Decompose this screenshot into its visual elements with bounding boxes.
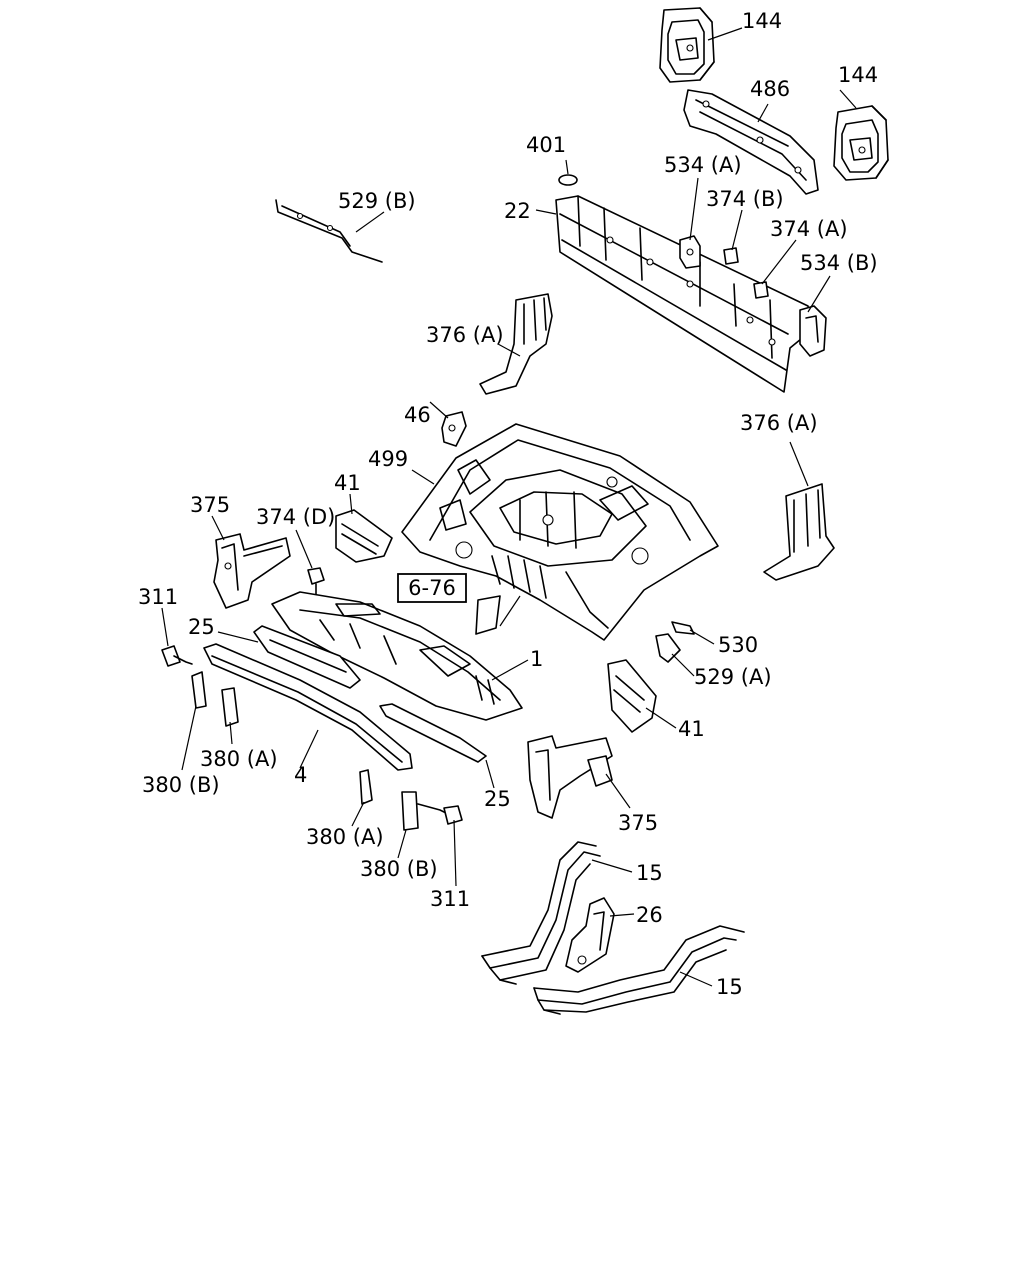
label-534b: 534 (B) <box>800 251 878 275</box>
label-26: 26 <box>636 903 663 927</box>
part-144-left <box>659 7 715 83</box>
label-401: 401 <box>526 133 566 157</box>
part-380a-left <box>221 687 239 727</box>
label-144-right: 144 <box>838 63 878 87</box>
label-22: 22 <box>504 199 531 223</box>
label-376a-upper: 376 (A) <box>426 323 504 347</box>
ref-6-76: 6-76 <box>397 573 521 635</box>
part-529b-strip <box>275 199 383 263</box>
callout-labels: 144 144 486 401 534 (A) 22 374 (B) 529 (… <box>138 9 878 999</box>
part-15-lower <box>533 925 745 1015</box>
label-311-left: 311 <box>138 585 178 609</box>
label-374a: 374 (A) <box>770 217 848 241</box>
label-376a-right: 376 (A) <box>740 411 818 435</box>
part-15-upper <box>481 841 601 985</box>
part-311-bolt-bottom <box>443 805 463 825</box>
label-374d: 374 (D) <box>256 505 335 529</box>
part-41-left <box>335 509 393 563</box>
label-486: 486 <box>750 77 790 101</box>
part-26-bracket <box>565 897 615 973</box>
part-534b-bracket <box>799 305 827 357</box>
part-46-clip <box>441 411 467 447</box>
label-380a-left: 380 (A) <box>200 747 278 771</box>
part-534a-bracket <box>679 235 701 269</box>
part-25-left <box>253 625 361 689</box>
label-375-right: 375 <box>618 811 658 835</box>
ref-6-76-label: 6-76 <box>408 576 456 600</box>
part-401-plug <box>558 174 578 186</box>
label-41-left: 41 <box>334 471 361 495</box>
part-41-right <box>607 659 657 733</box>
part-376a-right <box>763 483 835 581</box>
label-15-lower: 15 <box>716 975 743 999</box>
part-22-crossmember <box>555 195 813 393</box>
part-375-right <box>527 735 613 819</box>
label-25-left: 25 <box>188 615 215 639</box>
label-46: 46 <box>404 403 431 427</box>
label-374b: 374 (B) <box>706 187 784 211</box>
part-375-left <box>213 533 291 609</box>
label-380b-left: 380 (B) <box>142 773 220 797</box>
part-486 <box>683 89 819 195</box>
part-144-right <box>833 105 889 181</box>
label-380a-bottom: 380 (A) <box>306 825 384 849</box>
part-380a-bottom <box>359 769 373 805</box>
part-376a-upper <box>479 293 553 395</box>
label-530: 530 <box>718 633 758 657</box>
label-4: 4 <box>294 763 307 787</box>
part-25-right <box>379 703 487 763</box>
label-144-left: 144 <box>742 9 782 33</box>
label-1: 1 <box>530 647 543 671</box>
part-4-crossmember <box>203 643 413 771</box>
label-311-bottom: 311 <box>430 887 470 911</box>
leader-lines <box>161 27 857 987</box>
label-529b: 529 (B) <box>338 189 416 213</box>
label-15-upper: 15 <box>636 861 663 885</box>
label-41-right: 41 <box>678 717 705 741</box>
part-530 <box>671 621 695 635</box>
part-374a-nut <box>753 281 769 299</box>
label-25-right: 25 <box>484 787 511 811</box>
label-534a: 534 (A) <box>664 153 742 177</box>
part-499-rear-floor <box>401 423 719 641</box>
label-499: 499 <box>368 447 408 471</box>
label-375-left: 375 <box>190 493 230 517</box>
part-380b-left <box>191 671 207 709</box>
part-374b-nut <box>723 247 739 265</box>
part-311-bolt-left <box>161 645 193 667</box>
label-380b-bottom: 380 (B) <box>360 857 438 881</box>
label-529a: 529 (A) <box>694 665 772 689</box>
